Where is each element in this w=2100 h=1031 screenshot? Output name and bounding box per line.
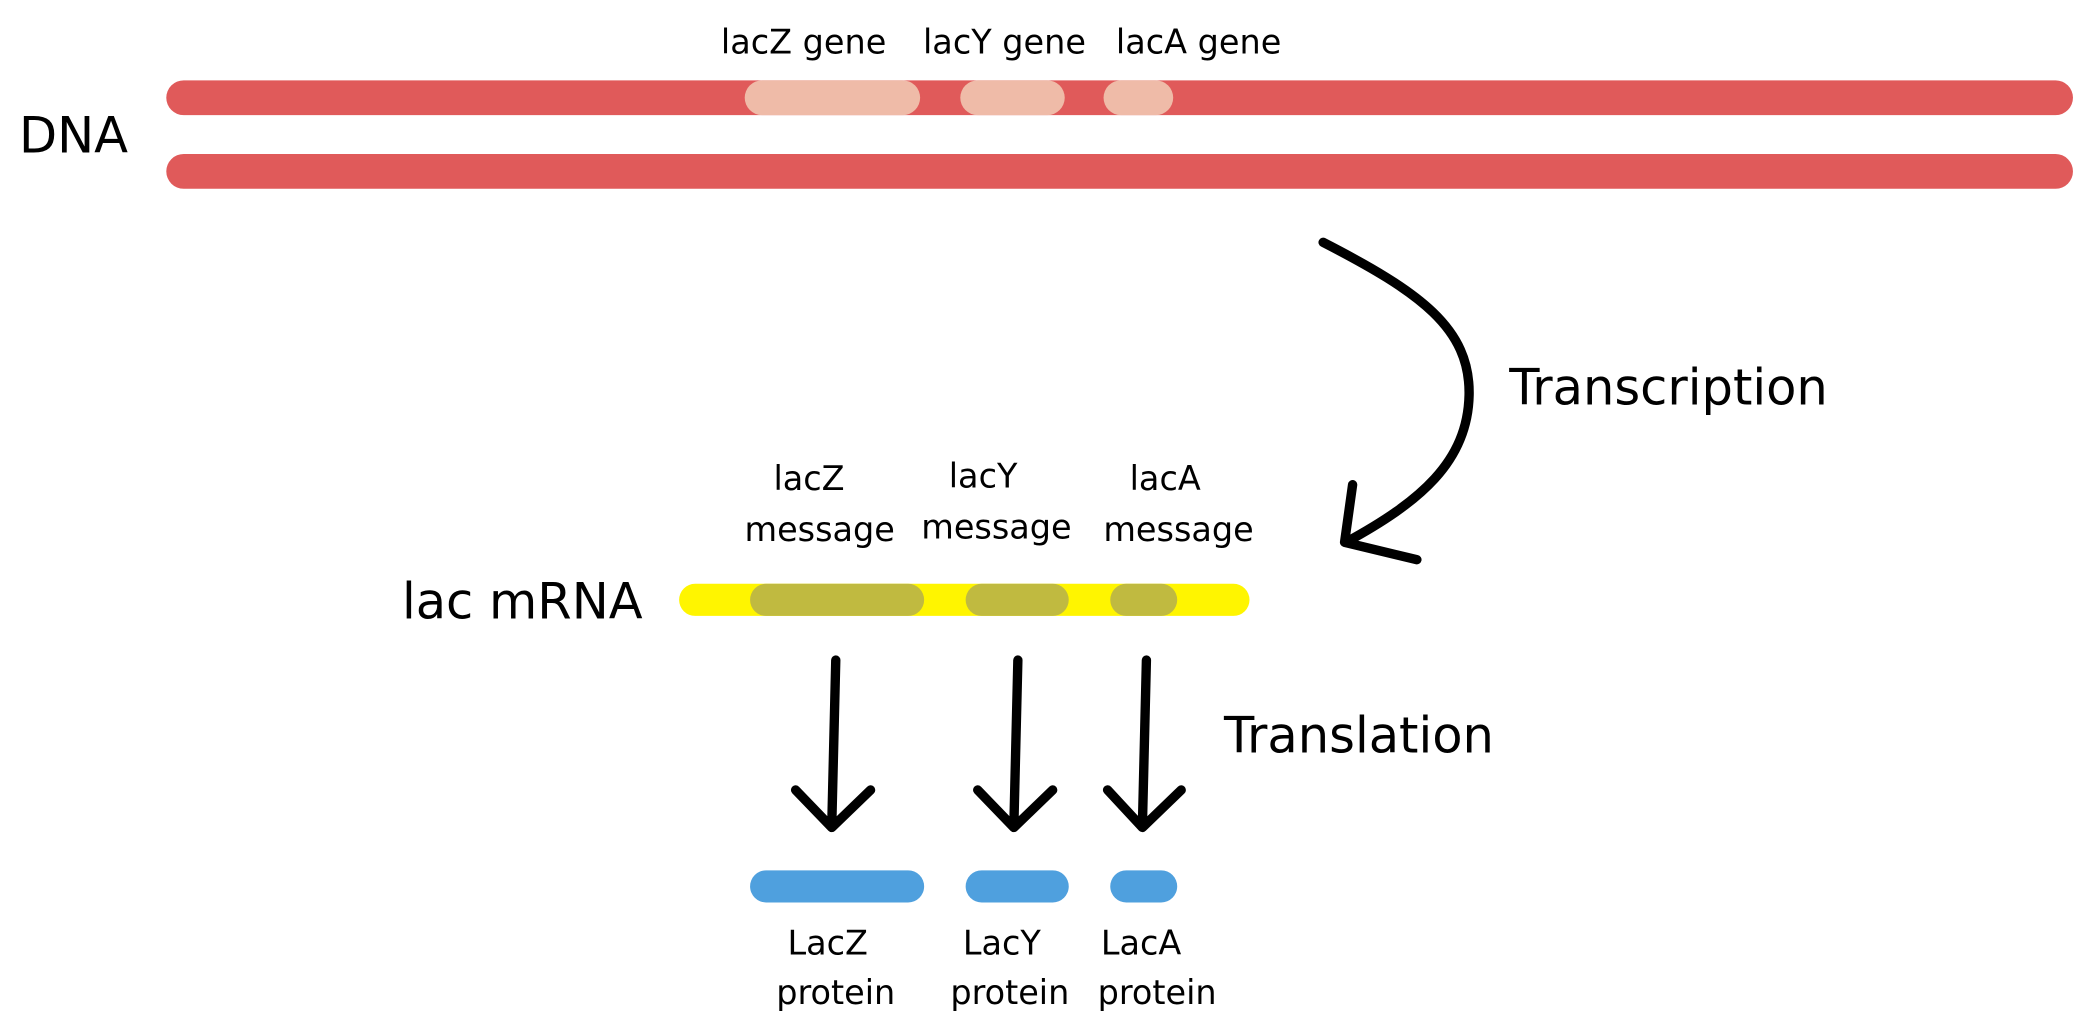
translation-arrow-lacz <box>790 655 876 833</box>
translation-arrow-lacy <box>973 655 1058 833</box>
laca-protein-label: LacA protein <box>1098 924 1217 1013</box>
laca-gene-label: lacA gene <box>1116 23 1281 62</box>
laca-message-label: lacA message <box>1103 459 1253 549</box>
lacz-message-label: lacZ message <box>744 459 894 549</box>
translation-arrow-laca <box>1102 655 1186 833</box>
mrna-label: lac mRNA <box>402 573 643 631</box>
transcription-label: Transcription <box>1508 358 1828 416</box>
dna-label: DNA <box>19 107 128 165</box>
translation-label: Translation <box>1223 706 1494 764</box>
lacy-gene-label: lacY gene <box>923 23 1086 62</box>
lacz-protein-label: LacZ protein <box>776 924 895 1013</box>
transcription-arrow <box>1318 237 1474 547</box>
lacy-protein-label: LacY protein <box>950 924 1069 1013</box>
lacz-gene-label: lacZ gene <box>721 23 886 62</box>
transcription-arrowhead <box>1339 480 1422 565</box>
lacy-message-label: lacY message <box>921 456 1071 546</box>
